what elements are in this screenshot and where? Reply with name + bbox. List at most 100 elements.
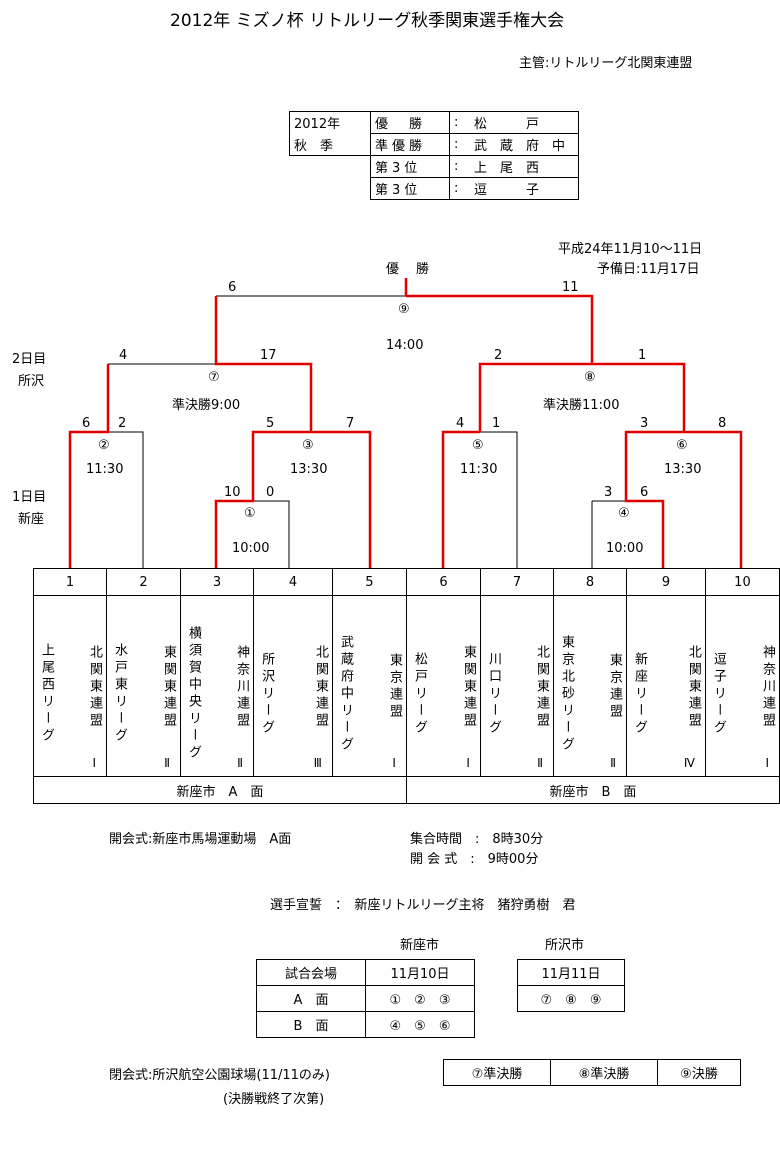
m1-id: ① (244, 506, 256, 521)
m1-time: 10:00 (232, 541, 270, 556)
semi-right-left-score: 2 (494, 348, 503, 363)
team-number: 1 (32, 568, 108, 596)
niiza-date: 11月10日 (365, 959, 475, 986)
m3-left-score: 5 (266, 416, 275, 431)
year-label: 2012年 (289, 111, 371, 134)
team-division: Ⅳ (683, 756, 695, 770)
day1-label: 1日目 (12, 490, 47, 505)
semi-right-right-score: 1 (638, 348, 647, 363)
result-team: 松 戸 (470, 111, 579, 134)
player-oath: 選手宣誓 ： 新座リトルリーグ主将 猪狩勇樹 君 (270, 898, 576, 913)
team-number: 4 (253, 568, 333, 596)
team-league: 北関東連盟 (87, 644, 103, 730)
m3-right-score: 7 (346, 416, 355, 431)
m3-id: ③ (302, 438, 314, 453)
m2-left-score: 6 (82, 416, 91, 431)
semi-left-time: 準決勝9:00 (172, 398, 241, 413)
m3-time: 13:30 (290, 462, 328, 477)
team-league: 神奈川連盟 (234, 644, 250, 730)
team-number: 6 (405, 568, 481, 596)
niiza-header: 新座市 (400, 938, 440, 953)
team-division: Ⅰ (765, 756, 769, 770)
m5-time: 11:30 (460, 462, 498, 477)
day2-venue: 所沢 (18, 374, 45, 389)
venue-label: 試合会場 (256, 959, 366, 986)
b-field-label: B 面 (256, 1011, 366, 1038)
team-division: Ⅲ (313, 756, 322, 770)
day2-label: 2日目 (12, 352, 47, 367)
team-name: 東京北砂リーグ (559, 634, 574, 754)
m6-id: ⑥ (676, 438, 688, 453)
m4-left-score: 3 (604, 485, 613, 500)
team-number: 7 (479, 568, 555, 596)
team-division: Ⅰ (392, 756, 396, 770)
result-label: 第3位 (370, 177, 450, 200)
tokorozawa-schedule-table: 11月11日 ⑦ ⑧ ⑨ (517, 959, 625, 1012)
m6-time: 13:30 (664, 462, 702, 477)
tokorozawa-date: 11月11日 (517, 959, 625, 986)
semi-right-id: ⑧ (584, 370, 596, 385)
tokorozawa-header: 所沢市 (545, 938, 585, 953)
team-league: 東京連盟 (386, 653, 402, 721)
team-league: 北関東連盟 (685, 644, 701, 730)
m1-right-score: 0 (266, 485, 275, 500)
team-number: 2 (106, 568, 182, 596)
m6-left-score: 3 (640, 416, 649, 431)
closing-note: (決勝戦終了次第) (223, 1092, 325, 1107)
semi-right-time: 準決勝11:00 (543, 398, 620, 413)
finals-item: ⑧準決勝 (550, 1059, 658, 1086)
team-number: 8 (552, 568, 628, 596)
m5-right-score: 1 (492, 416, 501, 431)
b-field-games: ④ ⑤ ⑥ (365, 1011, 475, 1038)
team-division: Ⅱ (610, 756, 617, 770)
season-label: 秋 季 (289, 133, 371, 156)
semi-left-left-score: 4 (119, 348, 128, 363)
field-b-label: 新座市 B 面 (405, 776, 780, 804)
open-time: 開 会 式 : 9時00分 (410, 852, 539, 867)
opening-ceremony: 開会式:新座市馬場運動場 A面 (109, 832, 292, 847)
team-league: 東関東連盟 (460, 644, 476, 730)
day1-venue: 新座 (18, 512, 45, 527)
result-team: 武 蔵 府 中 (470, 133, 579, 156)
closing-ceremony: 閉会式:所沢航空公園球場(11/11のみ) (109, 1068, 330, 1083)
team-league: 東京連盟 (607, 653, 623, 721)
results-table: 2012年 優 勝 : 松 戸 秋 季 準優勝 : 武 蔵 府 中 第3位 : … (289, 111, 579, 200)
team-cell: 東関東連盟 水戸東リーグ Ⅱ (106, 595, 182, 777)
semi-left-right-score: 17 (260, 348, 277, 363)
team-number: 9 (626, 568, 706, 596)
team-number: 10 (704, 568, 780, 596)
m4-id: ④ (618, 506, 630, 521)
team-cell: 北関東連盟 上尾西リーグ Ⅰ (32, 595, 108, 777)
gather-time: 集合時間 : 8時30分 (410, 832, 544, 847)
team-division: Ⅱ (164, 756, 171, 770)
field-a-label: 新座市 A 面 (33, 776, 407, 804)
team-division: Ⅰ (92, 756, 97, 770)
team-league: 北関東連盟 (312, 644, 328, 730)
tokorozawa-games: ⑦ ⑧ ⑨ (517, 985, 625, 1012)
m4-right-score: 6 (640, 485, 649, 500)
result-team: 逗 子 (470, 177, 579, 200)
finals-item: ⑨決勝 (657, 1059, 741, 1086)
team-division: Ⅱ (237, 756, 244, 770)
finals-table: ⑦準決勝 ⑧準決勝 ⑨決勝 (443, 1059, 741, 1086)
team-name: 新座リーグ (632, 651, 648, 737)
final-left-score: 6 (228, 280, 237, 295)
team-name: 逗子リーグ (710, 651, 726, 737)
champion-label: 優 勝 (386, 262, 432, 277)
team-name: 所沢リーグ (259, 651, 275, 737)
bracket-lines (68, 278, 743, 568)
a-field-games: ① ② ③ (365, 985, 475, 1012)
team-division: Ⅰ (466, 756, 470, 770)
m5-id: ⑤ (472, 438, 484, 453)
team-cell: 東京連盟 東京北砂リーグ Ⅱ (552, 595, 628, 777)
team-name: 水戸東リーグ (112, 643, 128, 745)
team-name: 上尾西リーグ (39, 643, 54, 745)
final-time: 14:00 (386, 338, 424, 353)
team-league: 東関東連盟 (161, 644, 177, 730)
team-league: 北関東連盟 (534, 644, 549, 730)
m4-time: 10:00 (606, 541, 644, 556)
